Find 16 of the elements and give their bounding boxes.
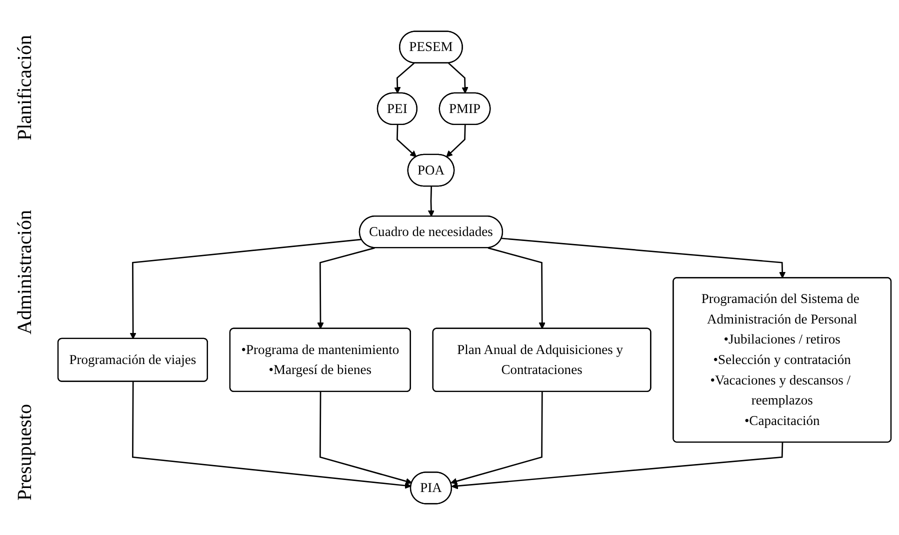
arrow (317, 247, 375, 329)
section-label: Administración (14, 210, 36, 334)
arrow (396, 124, 417, 158)
section-label: Planificación (14, 34, 36, 140)
arrow (451, 442, 784, 490)
arrow (450, 392, 543, 484)
arrow (130, 238, 362, 340)
arrow (132, 382, 412, 489)
arrow (448, 62, 468, 94)
arrow (428, 186, 434, 217)
section-label: Presupuesto (14, 404, 36, 500)
arrow (446, 124, 466, 158)
arrow (488, 247, 546, 329)
arrow (319, 392, 412, 484)
arrow (394, 62, 415, 94)
arrow (502, 238, 786, 278)
